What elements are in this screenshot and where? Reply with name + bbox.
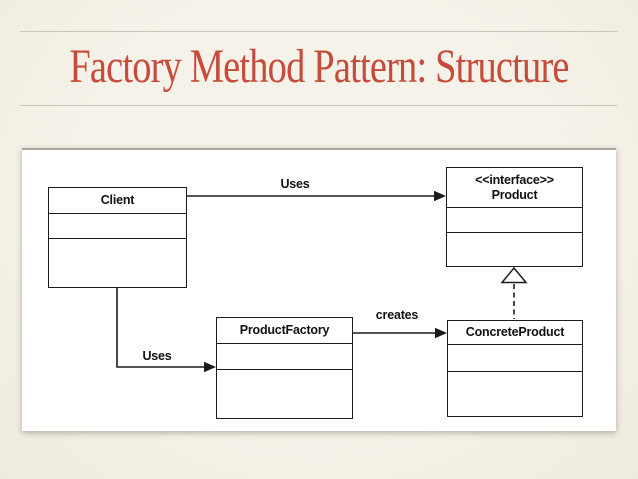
realization-triangle-icon bbox=[500, 266, 528, 284]
class-box-client: Client bbox=[48, 187, 187, 288]
class-name-label: Product bbox=[491, 187, 538, 202]
attributes-compartment bbox=[49, 214, 186, 239]
edge-label-uses-top: Uses bbox=[280, 177, 310, 191]
class-name-compartment: ProductFactory bbox=[217, 318, 352, 344]
title-bottom-divider bbox=[20, 105, 617, 106]
diagram-panel: Client <<interface>> Product ProductFact… bbox=[22, 148, 616, 431]
edge-label-uses-left: Uses bbox=[142, 349, 172, 363]
class-name-label: ConcreteProduct bbox=[465, 325, 565, 339]
attributes-compartment bbox=[448, 345, 582, 372]
attributes-compartment bbox=[447, 208, 582, 233]
association-client-productfactory bbox=[116, 288, 204, 368]
class-name-compartment: Client bbox=[49, 188, 186, 214]
class-name-compartment: ConcreteProduct bbox=[448, 321, 582, 345]
class-box-productfactory: ProductFactory bbox=[216, 317, 353, 419]
class-name-compartment: <<interface>> Product bbox=[447, 168, 582, 208]
class-name-label: ProductFactory bbox=[239, 323, 330, 337]
attributes-compartment bbox=[217, 344, 352, 370]
stereotype-label: <<interface>> bbox=[475, 172, 554, 187]
arrowhead-client-productfactory bbox=[204, 361, 216, 373]
slide-title: Factory Method Pattern: Structure bbox=[69, 40, 569, 93]
edge-label-creates: creates bbox=[375, 308, 419, 322]
title-top-divider bbox=[20, 31, 617, 32]
class-box-concreteproduct: ConcreteProduct bbox=[447, 320, 583, 417]
arrowhead-client-product bbox=[434, 190, 446, 202]
class-box-product: <<interface>> Product bbox=[446, 167, 583, 267]
connectors-layer bbox=[116, 190, 528, 373]
arrowhead-productfactory-concreteproduct bbox=[435, 327, 447, 339]
class-name-label: Client bbox=[100, 193, 135, 207]
